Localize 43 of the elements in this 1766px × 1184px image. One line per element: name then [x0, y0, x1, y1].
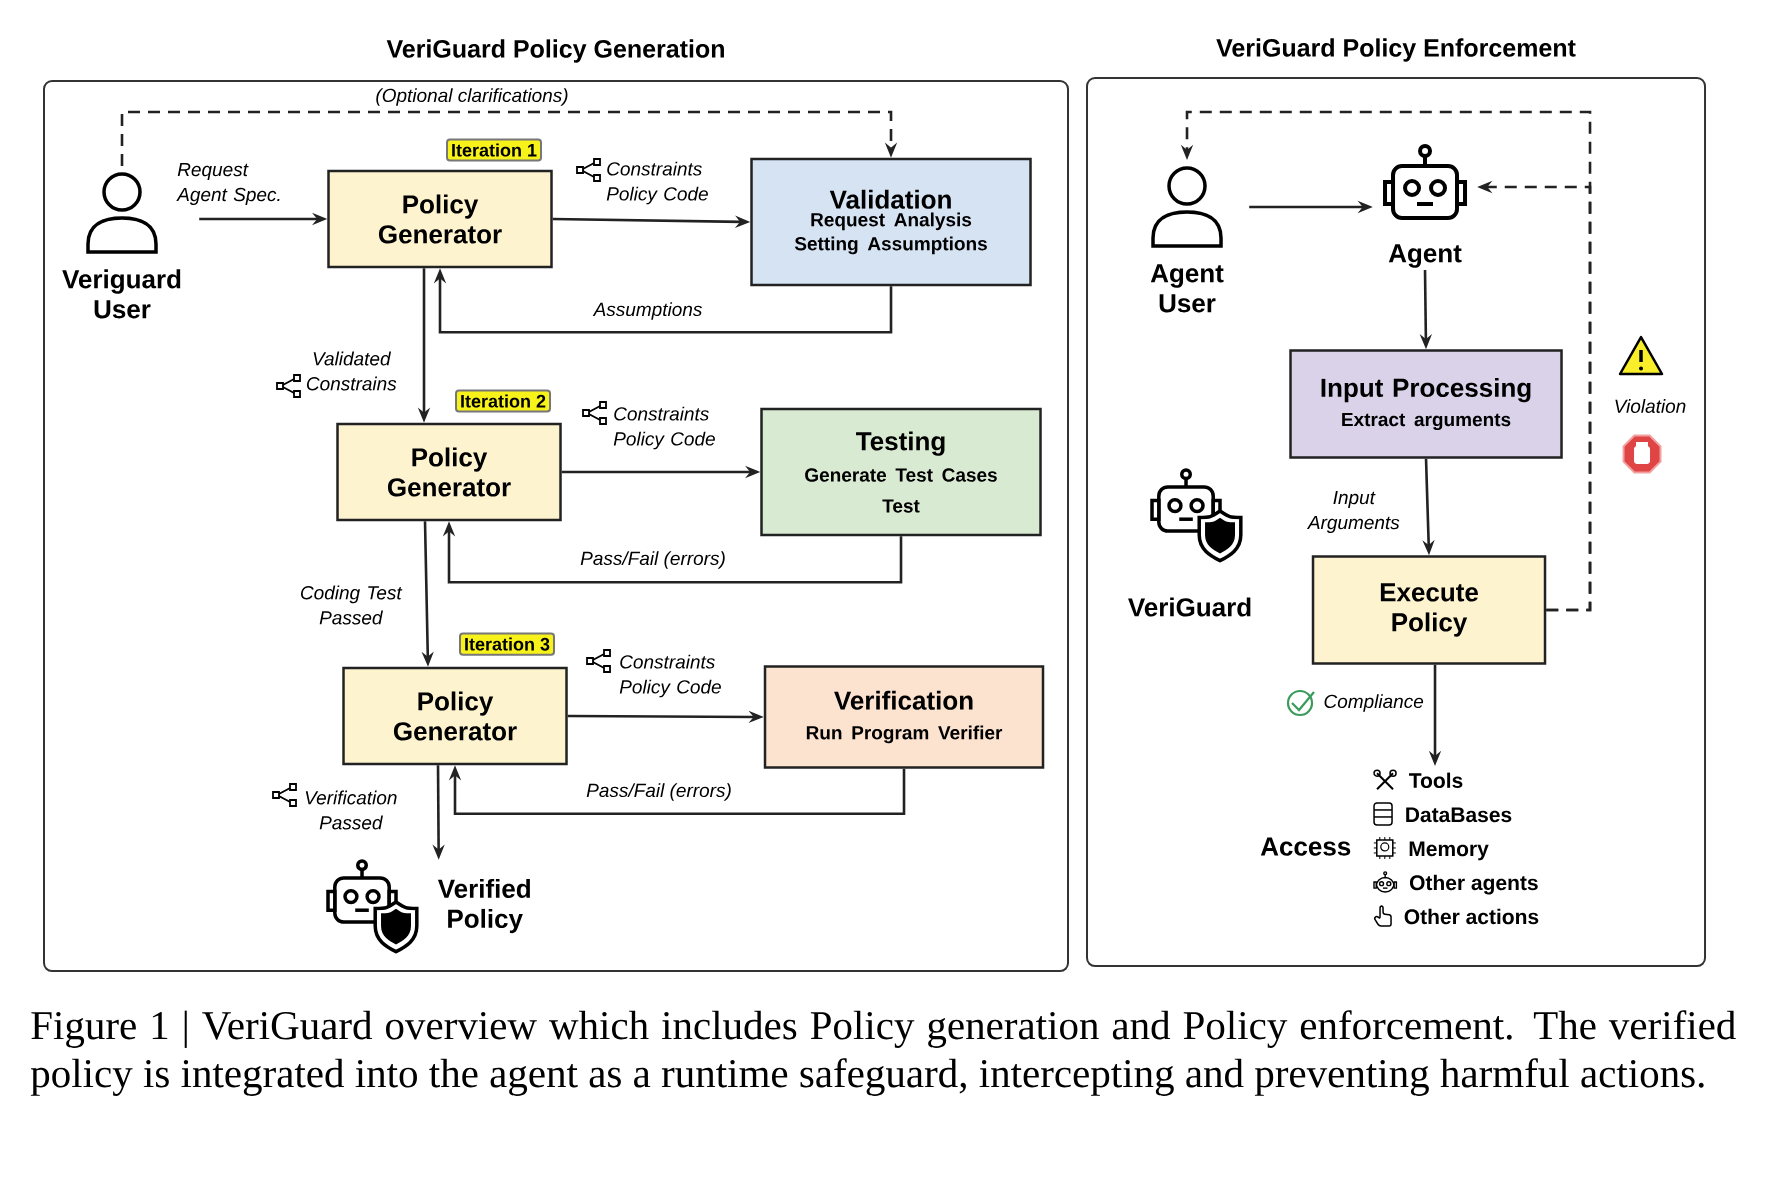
veriguard-figure: VeriGuard [1128, 468, 1251, 617]
process-box: Input Processing Extract arguments [1289, 349, 1563, 459]
node-label: Agent User [1150, 264, 1224, 313]
robot-figure: Agent [1383, 144, 1467, 268]
person-figure: Agent User [1150, 166, 1224, 313]
process-box: Testing Generate Test Cases Test [760, 407, 1042, 537]
process-box: Policy Generator [327, 169, 553, 269]
edge-label: Constraints Policy Code [619, 654, 721, 698]
list-item: Tools [1409, 772, 1463, 788]
process-box: Policy Generator [342, 666, 568, 766]
access-heading: Access [1260, 837, 1351, 856]
iteration-badge: Iteration 3 [459, 632, 555, 656]
process-box: Execute Policy [1311, 555, 1547, 665]
dashed-arrow [120, 110, 898, 166]
list-item: DataBases [1406, 807, 1512, 823]
iteration-badge: Iteration 1 [446, 138, 542, 162]
node-label: Verified Policy [437, 878, 530, 934]
panel-title: VeriGuard Policy Enforcement [1216, 38, 1576, 62]
list-item: Other agents [1409, 874, 1538, 895]
edge-label: Pass/Fail (errors) [580, 551, 725, 569]
edge-label: Request Agent Spec. [176, 163, 280, 205]
edge-label: Assumptions [592, 302, 702, 320]
edge-label: Validated Constrains [306, 351, 397, 391]
node-label: Veriguard User [62, 269, 181, 319]
process-box: Policy Generator [336, 422, 562, 522]
edge-label: Constraints Policy Code [613, 406, 715, 450]
list-item: Other actions [1404, 908, 1539, 925]
panel-title: VeriGuard Policy Generation [386, 39, 724, 63]
process-box: Validation Request Analysis Setting Assumptions [750, 157, 1032, 287]
edge-label: (Optional clarifications) [376, 88, 568, 106]
caption: Figure 1 | VeriGuard overview which includes Policy generation and Policy enforcement. The verified policy is integrated into the agent as a runtime safeguard, intercepting and preventing harmful actions. [30, 1010, 1736, 1096]
node-label: Agent [1388, 244, 1462, 268]
edge-label: Violation [1615, 399, 1686, 413]
edge-label: Pass/Fail (errors) [586, 783, 731, 801]
edge-label: Coding Test Passed [301, 585, 403, 625]
process-box: Verification Run Program Verifier [763, 665, 1045, 769]
shield-robot-figure: Verified Policy [326, 859, 530, 954]
list-item: Memory [1409, 841, 1489, 861]
edge-label: Constraints Policy Code [606, 161, 708, 205]
iteration-badge: Iteration 2 [455, 389, 551, 413]
edge-label: Input Arguments [1306, 491, 1400, 533]
edge-label: Compliance [1324, 694, 1424, 712]
edge-label: Verification Passed [305, 790, 397, 830]
